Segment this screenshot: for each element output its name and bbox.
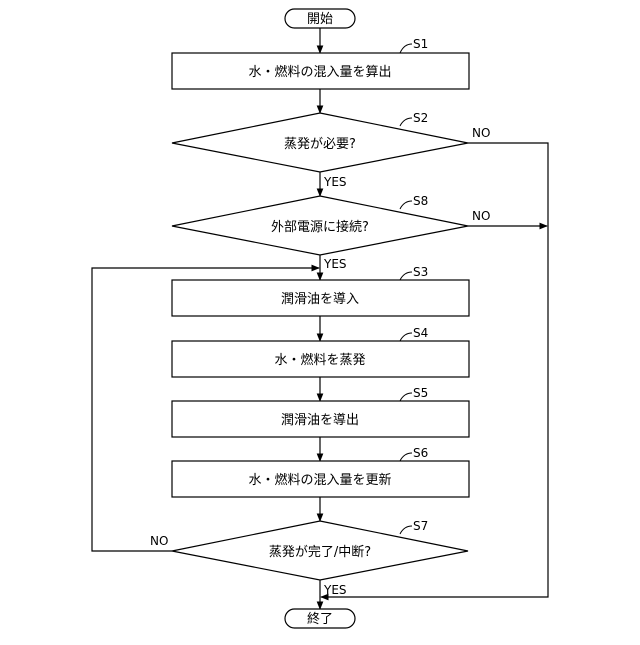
step-s7-yes-label: YES	[323, 583, 347, 597]
start-label: 開始	[307, 12, 333, 27]
step-s2-text: 蒸発が必要?	[284, 137, 356, 152]
step-s6-id: S6	[413, 446, 428, 460]
step-s1-id: S1	[413, 37, 428, 51]
step-s3-text: 潤滑油を導入	[281, 292, 359, 307]
step-s2-id: S2	[413, 111, 428, 125]
step-s1-leader	[400, 44, 412, 53]
step-s5-text: 潤滑油を導出	[281, 413, 359, 428]
start-terminal: 開始	[285, 9, 355, 28]
step-s8-text: 外部電源に接続?	[271, 219, 369, 235]
step-s2-no-label: NO	[472, 126, 490, 140]
step-s4-id: S4	[413, 326, 428, 340]
step-s6-leader	[400, 453, 412, 461]
step-s8-leader	[400, 201, 412, 209]
end-label: 終了	[307, 611, 333, 627]
step-s7-leader	[400, 526, 412, 534]
step-s7-no-label: NO	[150, 534, 168, 548]
step-s3-id: S3	[413, 265, 428, 279]
step-s8-no-label: NO	[472, 209, 490, 223]
step-s2-leader	[400, 118, 412, 126]
step-s3-leader	[400, 272, 412, 280]
step-s8: 外部電源に接続? S8 NO YES	[172, 194, 490, 271]
step-s6-text: 水・燃料の混入量を更新	[248, 472, 391, 488]
step-s7-id: S7	[413, 519, 428, 533]
step-s5-id: S5	[413, 386, 428, 400]
step-s7: 蒸発が完了/中断? S7 NO YES	[150, 519, 468, 597]
step-s5-leader	[400, 393, 412, 401]
step-s8-id: S8	[413, 194, 428, 208]
step-s2: 蒸発が必要? S2 NO YES	[172, 111, 490, 189]
step-s4-text: 水・燃料を蒸発	[274, 352, 365, 368]
step-s2-yes-label: YES	[323, 175, 347, 189]
step-s8-yes-label: YES	[323, 257, 347, 271]
step-s7-text: 蒸発が完了/中断?	[269, 545, 371, 560]
step-s4-leader	[400, 333, 412, 341]
end-terminal: 終了	[285, 609, 355, 628]
step-s1-text: 水・燃料の混入量を算出	[248, 64, 391, 80]
